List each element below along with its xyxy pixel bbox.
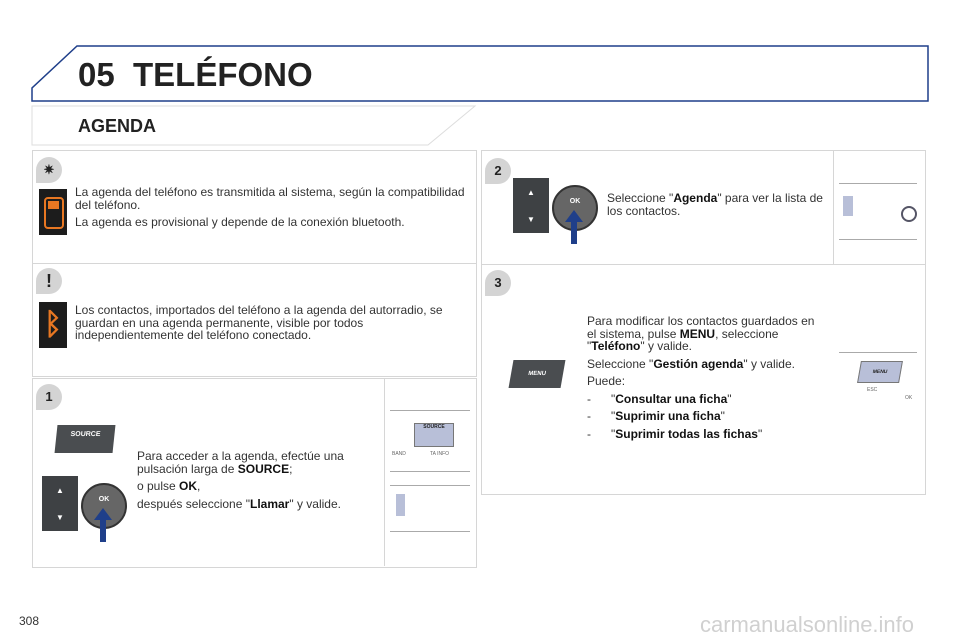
section-title: AGENDA [78, 116, 157, 136]
page-number: 308 [19, 614, 40, 628]
watermark: carmanualsonline.info [700, 612, 915, 637]
press-arrow-icon [565, 210, 583, 244]
step1-box [32, 378, 477, 568]
step2-text: Seleccione "Agenda" para ver la lista de… [607, 191, 823, 218]
radio-buttons-illustration [839, 183, 917, 240]
info-text: La agenda del teléfono es transmitida al… [75, 185, 465, 229]
option-item: -"Suprimir todas las fichas" [587, 426, 763, 441]
option-item: -"Suprimir una ficha" [587, 409, 725, 423]
chapter-number: 05 [78, 56, 115, 93]
option-item: -"Consultar una ficha" [587, 391, 732, 406]
menu-button-illustration: MENU [508, 360, 566, 388]
step1-text: Para acceder a la agenda, efectúe una pu… [137, 449, 344, 511]
step3-text: Para modificar los contactos guardados e… [587, 315, 827, 445]
divider [384, 379, 385, 566]
info-box [32, 150, 477, 265]
radio-buttons-illustration [390, 485, 470, 532]
section-header-frame [31, 105, 477, 146]
step1-number: 1 [36, 384, 62, 410]
exclamation-icon: ! [36, 268, 62, 294]
step2-number: 2 [485, 158, 511, 184]
radio-panel-illustration: SOURCE BAND TA INFO [390, 410, 470, 472]
up-down-buttons-illustration: ▲▼ [42, 476, 78, 531]
phone-icon [39, 189, 67, 235]
press-arrow-icon [94, 508, 112, 542]
warning-box [32, 263, 477, 377]
page-title: TELÉFONO [133, 56, 313, 93]
chapter-header-frame [31, 45, 929, 102]
tip-sun-icon: ✷ [36, 157, 62, 183]
radio-panel-illustration: MENU ESC OK [839, 352, 917, 405]
warning-text: Los contactos, importados del teléfono a… [75, 303, 443, 342]
up-down-buttons-illustration: ▲▼ [513, 178, 549, 233]
bluetooth-icon: ᛒ [39, 302, 67, 348]
step3-number: 3 [485, 270, 511, 296]
source-button-illustration: SOURCE [54, 425, 116, 453]
